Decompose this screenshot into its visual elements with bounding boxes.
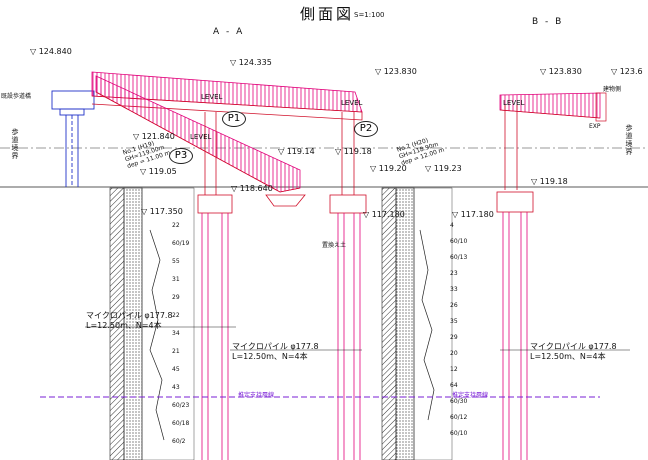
boundary-label-left: 歩道境界	[11, 128, 19, 160]
boring-log-2	[381, 187, 453, 460]
n-value: 20	[450, 350, 458, 357]
building-side-label: 建物側	[603, 86, 622, 93]
pier-p1	[197, 112, 233, 214]
n-value: 31	[172, 276, 180, 283]
n-value: 43	[172, 384, 180, 391]
n-value: 60/10	[450, 238, 468, 245]
n-value: 60/10	[450, 430, 468, 437]
level-marker: ▽ 124.335	[230, 58, 272, 67]
n-value: 33	[450, 286, 458, 293]
level-marker: ▽ 119.05	[140, 167, 177, 176]
drawing-title: 側面図	[300, 5, 355, 23]
n-value: 29	[172, 294, 180, 301]
bearing-layer-label: 推定支持層線	[238, 392, 275, 399]
level-marker: ▽ 119.18	[335, 147, 372, 156]
existing-walkway-structure	[51, 90, 95, 187]
n-value: 34	[172, 330, 180, 337]
level-marker: ▽ 123.6	[611, 67, 643, 76]
replacement-soil-label: 置換え土	[322, 242, 347, 249]
level-marker: ▽ 119.20	[370, 164, 407, 173]
stair-slab-aa	[95, 75, 301, 193]
n-value: 60/13	[450, 254, 468, 261]
level-marker: ▽ 123.830	[540, 67, 582, 76]
section-label-aa: A - A	[213, 27, 245, 37]
pier-label-p3: P3	[169, 148, 193, 164]
stair-landing-base	[265, 194, 306, 207]
level-marker: ▽ 117.180	[452, 210, 494, 219]
boring-log-1	[109, 187, 195, 460]
pier-label-p1: P1	[222, 111, 246, 127]
level-tag: LEVEL	[201, 93, 223, 101]
level-marker: ▽ 124.840	[30, 47, 72, 56]
level-tag: LEVEL	[503, 99, 525, 107]
piles	[201, 212, 528, 460]
level-marker: ▽ 119.18	[531, 177, 568, 186]
level-marker: ▽ 117.180	[363, 210, 405, 219]
n-value: 4	[450, 222, 454, 229]
level-tag: LEVEL	[341, 99, 363, 107]
boundary-label-right: 歩道境界	[625, 124, 633, 156]
section-label-bb: B - B	[532, 17, 564, 27]
level-marker: ▽ 118.640	[231, 184, 273, 193]
level-marker: ▽ 123.830	[375, 67, 417, 76]
level-marker: ▽ 119.23	[425, 164, 462, 173]
n-value: 60/19	[172, 240, 190, 247]
n-value: 60/12	[450, 414, 468, 421]
n-value: 55	[172, 258, 180, 265]
n-value: 45	[172, 366, 180, 373]
n-value: 60/18	[172, 420, 190, 427]
n-value: 29	[450, 334, 458, 341]
n-value: 12	[450, 366, 458, 373]
n-value: 22	[172, 222, 180, 229]
n-value: 64	[450, 382, 458, 389]
n-value: 60/23	[172, 402, 190, 409]
bearing-layer-label: 推定支持層線	[452, 392, 489, 399]
n-value: 26	[450, 302, 458, 309]
n-value: 23	[450, 270, 458, 277]
slab-bb	[499, 92, 607, 122]
level-marker: ▽ 121.840	[133, 132, 175, 141]
n-value: 35	[450, 318, 458, 325]
pier-label-p2: P2	[354, 121, 378, 137]
level-marker: ▽ 117.350	[141, 207, 183, 216]
n-value: 60/2	[172, 438, 186, 445]
exp-label: EXP	[589, 123, 601, 130]
n-value: 21	[172, 348, 180, 355]
n-value: 60/30	[450, 398, 468, 405]
level-tag: LEVEL	[190, 133, 212, 141]
n-value: 22	[172, 312, 180, 319]
pier-bb	[496, 105, 534, 213]
level-marker: ▽ 119.14	[278, 147, 315, 156]
scale-label: S=1:100	[354, 11, 385, 19]
existing-walkway-label: 既設歩道橋	[1, 93, 32, 100]
